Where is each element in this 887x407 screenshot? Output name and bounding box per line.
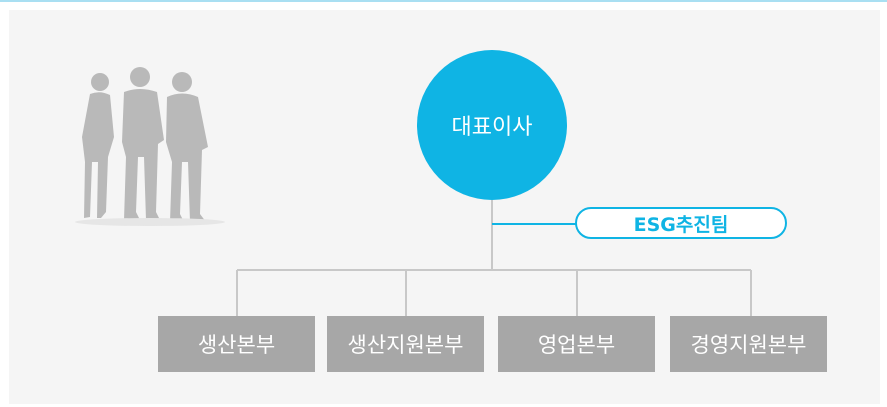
ceo-node: 대표이사 [417,50,567,200]
dept-production: 생산본부 [158,316,315,372]
dept-management-support: 경영지원본부 [670,316,827,372]
dept-production-support: 생산지원본부 [327,316,484,372]
people-silhouette-image [75,67,225,226]
esg-team-node: ESG추진팀 [575,207,787,239]
dept-sales: 영업본부 [498,316,655,372]
top-border [0,0,887,2]
